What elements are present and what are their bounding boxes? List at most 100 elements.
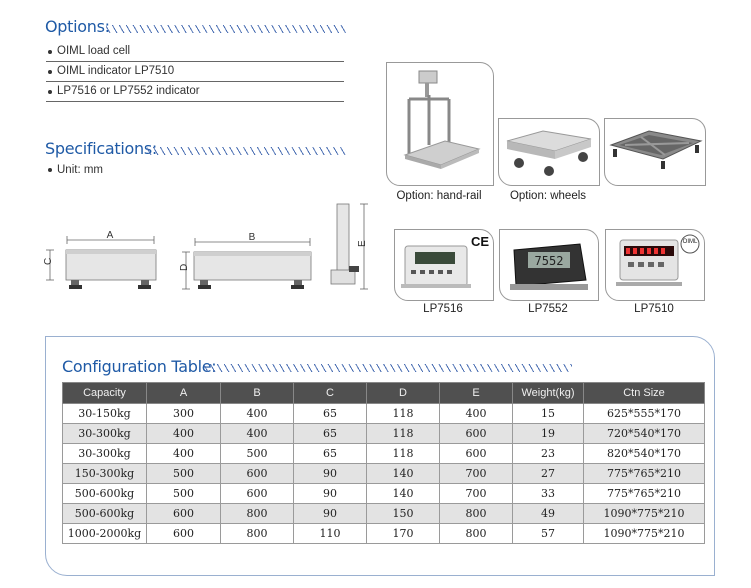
table-cell: 800 <box>220 503 294 524</box>
options-item-label: OIML indicator LP7510 <box>57 65 175 77</box>
platform-photo <box>604 118 706 186</box>
bullet-icon <box>48 89 52 94</box>
header-c: C <box>293 382 367 404</box>
specifications-heading-hatch <box>147 147 346 155</box>
bullet-icon <box>48 49 52 54</box>
dim-e-label: E <box>357 240 368 247</box>
platform-side-view: B D E <box>179 203 368 290</box>
handrail-caption: Option: hand-rail <box>396 190 482 202</box>
table-cell: 33 <box>512 483 584 504</box>
dim-a-label: A <box>107 230 114 241</box>
table-cell: 65 <box>293 443 367 464</box>
table-header-row: Capacity A B C D E Weight(kg) Ctn Size <box>62 382 705 404</box>
table-cell: 19 <box>512 423 584 444</box>
options-heading: Options: <box>45 17 110 36</box>
table-cell: 800 <box>439 503 513 524</box>
bullet-icon <box>48 168 52 172</box>
dim-d-label: D <box>179 264 190 271</box>
config-table-heading-hatch <box>204 364 572 372</box>
table-cell: 600 <box>220 463 294 484</box>
header-ctn-size: Ctn Size <box>583 382 705 404</box>
table-cell: 150 <box>366 503 440 524</box>
table-cell: 140 <box>366 463 440 484</box>
table-cell: 170 <box>366 523 440 544</box>
table-cell: 30-300kg <box>62 423 147 444</box>
lp7552-display-text: 7552 <box>535 254 564 268</box>
config-table-heading: Configuration Table: <box>62 357 217 376</box>
table-cell: 720*540*170 <box>583 423 705 444</box>
table-cell: 600 <box>439 443 513 464</box>
unit-note-label: Unit: mm <box>57 164 103 176</box>
table-cell: 500-600kg <box>62 483 147 504</box>
header-d: D <box>366 382 440 404</box>
header-capacity: Capacity <box>62 382 147 404</box>
table-cell: 820*540*170 <box>583 443 705 464</box>
table-cell: 110 <box>293 523 367 544</box>
table-cell: 775*765*210 <box>583 483 705 504</box>
table-cell: 23 <box>512 443 584 464</box>
wheels-photo <box>498 118 600 186</box>
platform-underside-image <box>609 130 703 169</box>
table-cell: 90 <box>293 483 367 504</box>
options-item: OIML load cell <box>46 42 344 62</box>
table-cell: 49 <box>512 503 584 524</box>
lp7516-indicator-image <box>401 245 471 288</box>
options-item: OIML indicator LP7510 <box>46 62 344 82</box>
table-cell: 600 <box>146 503 221 524</box>
config-table: Capacity A B C D E Weight(kg) Ctn Size 3… <box>62 382 705 544</box>
table-cell: 140 <box>366 483 440 504</box>
table-cell: 118 <box>366 403 440 424</box>
options-item-label: LP7516 or LP7552 indicator <box>57 85 200 97</box>
wheels-caption: Option: wheels <box>509 190 587 202</box>
table-cell: 65 <box>293 423 367 444</box>
table-cell: 625*555*170 <box>583 403 705 424</box>
table-cell: 600 <box>146 523 221 544</box>
lp7552-indicator-image: 7552 <box>510 243 588 290</box>
table-cell: 1000-2000kg <box>62 523 147 544</box>
options-list: OIML load cell OIML indicator LP7510 LP7… <box>46 42 344 102</box>
table-cell: 800 <box>439 523 513 544</box>
table-cell: 30-300kg <box>62 443 147 464</box>
table-cell: 118 <box>366 443 440 464</box>
platform-front-view: A C <box>43 230 157 289</box>
table-cell: 800 <box>220 523 294 544</box>
table-cell: 57 <box>512 523 584 544</box>
lp7516-photo: CE <box>394 229 494 301</box>
specifications-heading: Specifications: <box>45 139 157 158</box>
lp7510-caption: LP7510 <box>634 303 674 315</box>
table-cell: 27 <box>512 463 584 484</box>
dim-b-label: B <box>249 232 256 243</box>
table-cell: 600 <box>220 483 294 504</box>
header-weight: Weight(kg) <box>512 382 584 404</box>
table-cell: 1090*775*210 <box>583 503 705 524</box>
table-cell: 700 <box>439 483 513 504</box>
lp7516-caption: LP7516 <box>423 303 463 315</box>
options-item-label: OIML load cell <box>57 45 131 57</box>
handrail-photo <box>386 62 494 186</box>
table-cell: 1090*775*210 <box>583 523 705 544</box>
lp7552-photo: 7552 <box>499 229 599 301</box>
table-cell: 400 <box>220 423 294 444</box>
table-cell: 500-600kg <box>62 503 147 524</box>
table-cell: 90 <box>293 503 367 524</box>
options-heading-hatch <box>106 25 346 33</box>
lp7510-photo: OIML <box>605 229 705 301</box>
lp7552-caption: LP7552 <box>528 303 568 315</box>
header-a: A <box>146 382 221 404</box>
lp7510-indicator-image <box>616 234 700 286</box>
handrail-scale-image <box>403 70 481 169</box>
table-cell: 90 <box>293 463 367 484</box>
bullet-icon <box>48 69 52 74</box>
ce-mark: CE <box>471 234 490 249</box>
dimension-drawing: A C B D E <box>43 203 368 290</box>
table-cell: 700 <box>439 463 513 484</box>
options-item: LP7516 or LP7552 indicator <box>46 82 344 102</box>
oiml-mark: OIML <box>682 239 698 245</box>
header-b: B <box>220 382 294 404</box>
